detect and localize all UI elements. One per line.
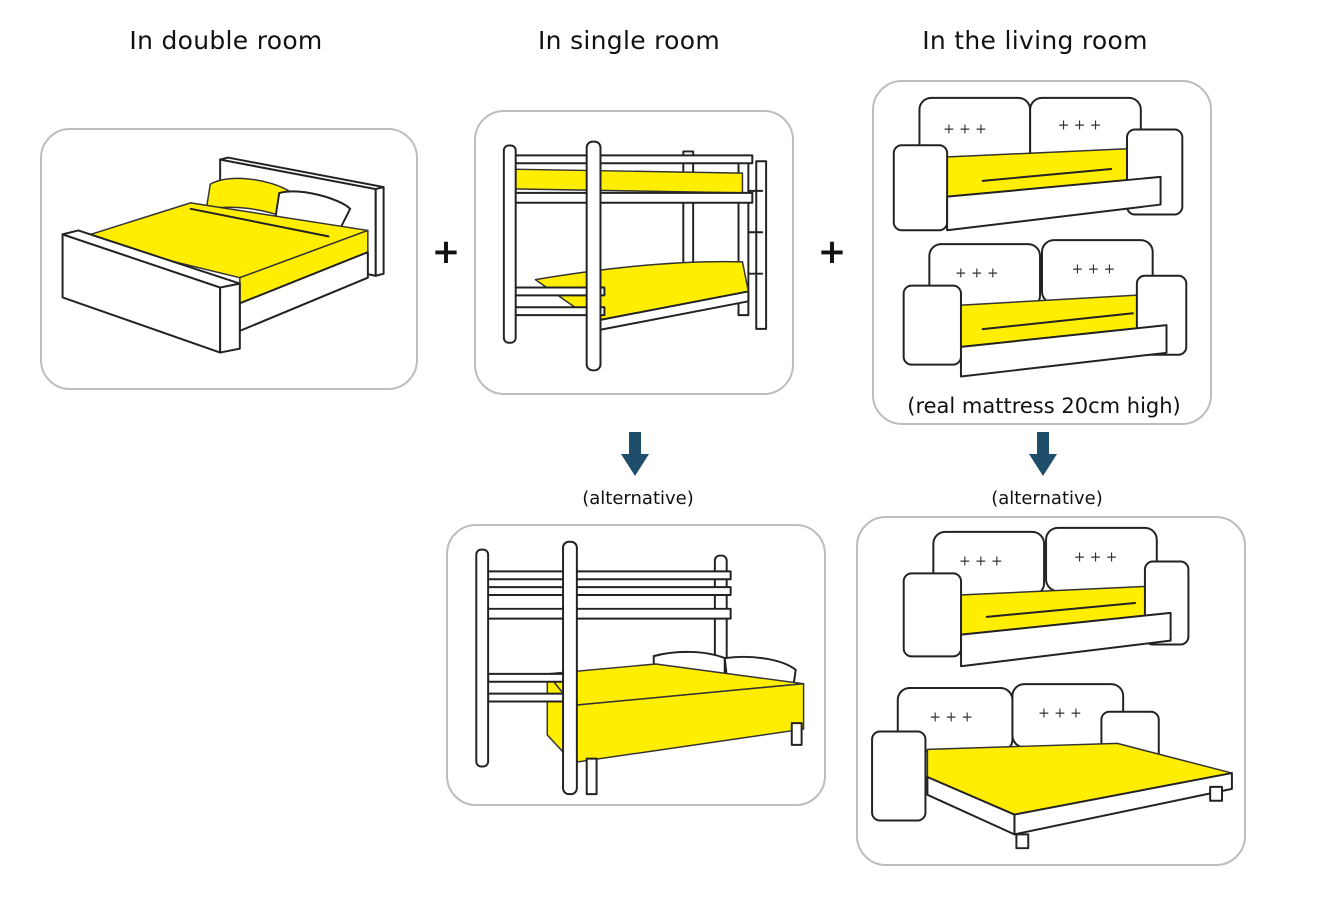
title-single-room: In single room <box>538 26 720 55</box>
mattress-height-note: (real mattress 20cm high) <box>907 394 1181 418</box>
svg-text:+ + +: + + + <box>1058 117 1102 133</box>
bunk-bed-illustration <box>502 140 768 372</box>
alternative-label-single: (alternative) <box>582 488 694 509</box>
two-sofas-illustration: + + + + + + + + + + + + <box>892 96 1188 378</box>
sofa-illustration: + + + + + + <box>902 526 1190 668</box>
svg-text:+ + +: + + + <box>929 710 973 726</box>
two-sofas-panel: + + + + + + + + + + + + <box>872 80 1212 425</box>
title-living-room: In the living room <box>922 26 1148 55</box>
sofa-lower-illustration: + + + + + + <box>902 239 1188 378</box>
bunk-double-panel <box>446 524 826 806</box>
sofa-bed-illustration: + + + + + + <box>871 683 1233 850</box>
bunk-double-illustration <box>475 540 805 796</box>
sofa-and-sofa-bed-illustration: + + + + + + + + + + + + <box>871 526 1233 850</box>
down-arrow-icon-living <box>1029 432 1057 476</box>
double-bed-illustration <box>61 156 385 354</box>
svg-text:+ + +: + + + <box>1074 549 1118 565</box>
sofa-upper-illustration: + + + + + + <box>892 96 1184 232</box>
down-arrow-icon-single <box>621 432 649 476</box>
double-bed-panel <box>40 128 418 390</box>
svg-text:+ + +: + + + <box>959 553 1003 569</box>
bunk-bed-panel <box>474 110 794 395</box>
svg-text:+ + +: + + + <box>1038 706 1082 722</box>
title-double-room: In double room <box>129 26 323 55</box>
sofa-bed-panel: + + + + + + + + + + + + <box>856 516 1246 866</box>
svg-text:+ + +: + + + <box>1072 262 1116 278</box>
svg-text:+ + +: + + + <box>955 266 999 282</box>
plus-sign-2: + <box>817 232 847 272</box>
plus-sign-1: + <box>431 232 461 272</box>
svg-text:+ + +: + + + <box>943 121 987 137</box>
alternative-label-living: (alternative) <box>991 488 1103 509</box>
